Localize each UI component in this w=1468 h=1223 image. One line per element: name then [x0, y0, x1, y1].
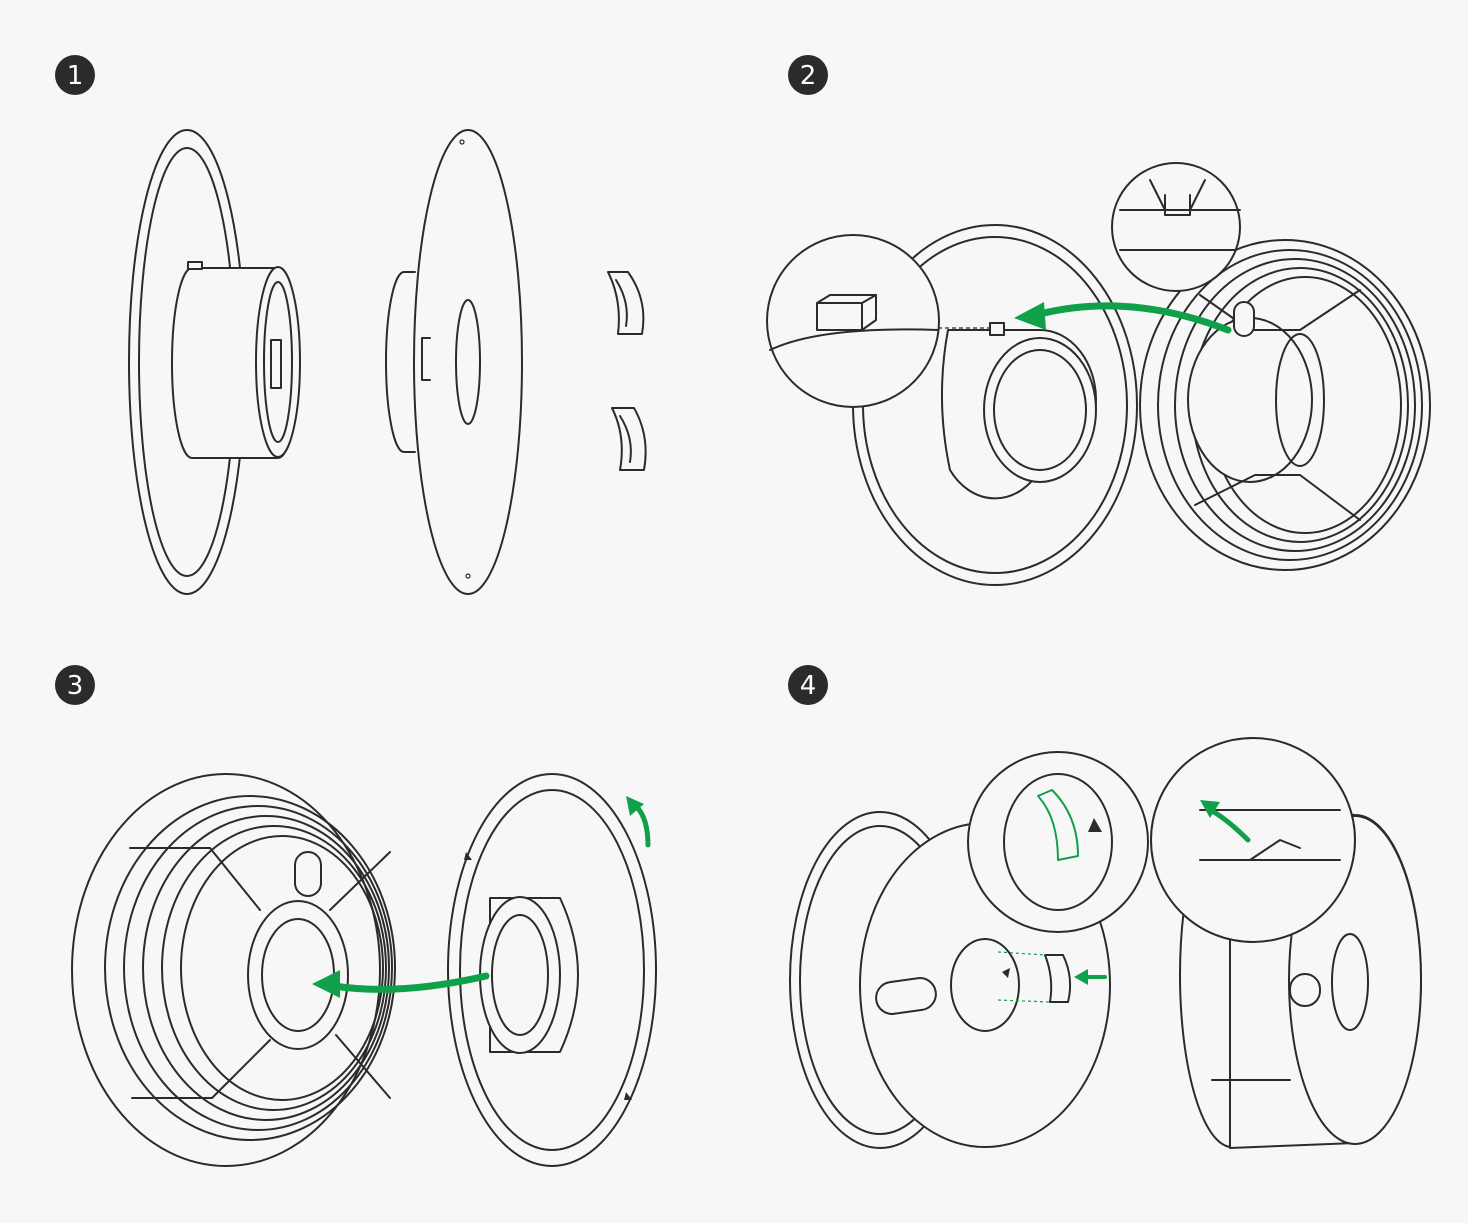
alignment-tab: [989, 322, 1005, 336]
step-4-number: 4: [800, 671, 817, 701]
spool-clip-lower: [611, 407, 647, 471]
curved-arrow-icon: [312, 970, 490, 998]
rotate-arrow-icon: [626, 796, 651, 848]
zoom-callout-filament-tuck: [1150, 737, 1356, 943]
spool-clip-upper: [607, 271, 645, 335]
push-arrow-icon: [1074, 969, 1107, 985]
curved-arrow-icon: [1014, 302, 1232, 334]
step-2-panel: 2: [766, 55, 1431, 586]
zoom-callout-slot: [1111, 162, 1241, 292]
step-2-badge: 2: [788, 55, 828, 95]
step-3-number: 3: [67, 671, 84, 701]
zoom-callout-tab: [766, 234, 990, 408]
flange-with-hub: [447, 773, 657, 1167]
step-1-badge: 1: [55, 55, 95, 95]
step-4-panel: 4: [788, 665, 1422, 1149]
assembled-spool-left: [789, 811, 1111, 1149]
spool-clip: [997, 951, 1072, 1003]
step-1-panel: 1: [55, 55, 647, 595]
spool-flange-with-hub: [128, 129, 301, 595]
spool-flange-plain: [385, 129, 523, 595]
step-1-number: 1: [67, 61, 84, 91]
step-3-badge: 3: [55, 665, 95, 705]
step-2-number: 2: [800, 61, 817, 91]
step-4-badge: 4: [788, 665, 828, 705]
zoom-callout-clip-inside: [967, 751, 1149, 933]
filament-spool: [71, 773, 396, 1167]
step-3-panel: 3: [55, 665, 657, 1167]
